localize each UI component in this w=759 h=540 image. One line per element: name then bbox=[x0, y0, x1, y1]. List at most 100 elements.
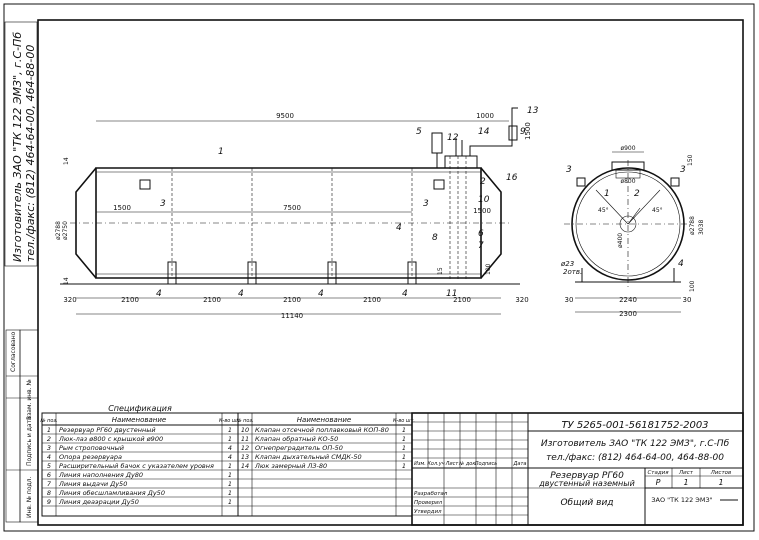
svg-text:10: 10 bbox=[241, 426, 249, 434]
callout-3b: 3 bbox=[423, 199, 429, 209]
tb-col-list: Лист bbox=[445, 461, 460, 467]
dim-1000: 1000 bbox=[476, 112, 494, 120]
tb-col-izm: Изм. bbox=[414, 461, 426, 467]
tb-utv: Утвердил bbox=[414, 509, 442, 515]
callout-5: 5 bbox=[416, 127, 422, 137]
callout-6: 6 bbox=[478, 229, 484, 239]
ev-dim-800: ø800 bbox=[620, 178, 635, 185]
dim-1500-mid: 1500 bbox=[113, 204, 131, 212]
svg-text:14: 14 bbox=[241, 462, 249, 470]
tb-razrab: Разработал bbox=[414, 491, 448, 497]
dim-2100-4: 2100 bbox=[363, 296, 381, 304]
tb-lists: 1 bbox=[718, 478, 723, 487]
svg-text:1: 1 bbox=[228, 471, 232, 479]
svg-text:Опора резервуара: Опора резервуара bbox=[59, 453, 122, 461]
tb-doc-code: ТУ 5265-001-56181752-2003 bbox=[561, 420, 708, 431]
tb-list-header: Лист bbox=[678, 470, 694, 476]
callout-4a: 4 bbox=[156, 289, 162, 299]
callout-12: 12 bbox=[447, 133, 459, 143]
dim-100-side: 100 bbox=[485, 263, 492, 275]
dim-2100-3: 2100 bbox=[283, 296, 301, 304]
dim-2100-5: 2100 bbox=[453, 296, 471, 304]
svg-text:12: 12 bbox=[241, 444, 249, 452]
ev-callout-3b: 3 bbox=[680, 165, 686, 175]
spec-h-name2: Наименование bbox=[297, 416, 351, 424]
svg-text:Клапан обратный КО-50: Клапан обратный КО-50 bbox=[255, 435, 338, 443]
spec-h-pos: № поз. bbox=[39, 418, 57, 424]
side-stamp-box bbox=[4, 21, 38, 267]
ev-dim-45a: 45° bbox=[598, 207, 609, 214]
callout-13: 13 bbox=[527, 106, 539, 116]
svg-text:Рым строповочный: Рым строповочный bbox=[59, 444, 124, 452]
tb-maker-line1: Изготовитель ЗАО "ТК 122 ЭМЗ", г.С-Пб bbox=[541, 439, 730, 449]
spec-title: Спецификация bbox=[108, 404, 172, 413]
tb-col-ndok: № док. bbox=[458, 461, 477, 467]
outer-frame bbox=[3, 3, 755, 532]
svg-text:4: 4 bbox=[228, 444, 232, 452]
svg-text:1: 1 bbox=[402, 462, 406, 470]
svg-text:1: 1 bbox=[228, 462, 232, 470]
tb-org: ЗАО "ТК 122 ЭМЗ" bbox=[651, 496, 712, 504]
dim-15: 15 bbox=[437, 267, 444, 275]
svg-text:9: 9 bbox=[47, 498, 51, 506]
callout-16: 16 bbox=[506, 173, 518, 183]
dim-11140: 11140 bbox=[281, 312, 303, 320]
ev-callout-2: 2 bbox=[634, 189, 640, 199]
svg-text:8: 8 bbox=[47, 489, 51, 497]
ev-holes: 2отв. bbox=[563, 268, 582, 276]
dim-320-left: 320 bbox=[63, 296, 76, 304]
callout-4e: 4 bbox=[396, 223, 402, 233]
side-stamp-line1: Изготовитель ЗАО "ТК 122 ЭМЗ", г.С-Пб bbox=[11, 32, 24, 262]
svg-text:4: 4 bbox=[228, 453, 232, 461]
svg-text:Расширительный бачок с указате: Расширительный бачок с указателем уровня bbox=[59, 462, 214, 470]
ev-dim-900: ø900 bbox=[620, 145, 635, 152]
ev-dim-150: 150 bbox=[687, 154, 694, 166]
callout-3: 3 bbox=[160, 199, 166, 209]
ev-dim-30-left: 30 bbox=[565, 296, 574, 304]
ev-dim-3038: 3038 bbox=[698, 220, 705, 235]
svg-text:Клапан отсечной поплавковый КО: Клапан отсечной поплавковый КОП-80 bbox=[255, 426, 389, 434]
dim-14b: 14 bbox=[63, 277, 70, 285]
ev-dim-400: ø400 bbox=[617, 233, 624, 248]
svg-text:Линия деаэрации Ду50: Линия деаэрации Ду50 bbox=[58, 498, 139, 506]
svg-text:Линия выдачи Ду50: Линия выдачи Ду50 bbox=[58, 480, 127, 488]
svg-text:Линия наполнения Ду80: Линия наполнения Ду80 bbox=[58, 471, 143, 479]
tb-stage-header: Стадия bbox=[647, 470, 669, 476]
tb-col-podp: Подпись bbox=[475, 461, 498, 467]
end-view: ø900 ø800 150 ø2788 3038 ø400 45° 45° ø2… bbox=[560, 145, 705, 318]
callout-4b: 4 bbox=[238, 289, 244, 299]
svg-text:1: 1 bbox=[402, 444, 406, 452]
svg-text:5: 5 bbox=[47, 462, 51, 470]
specification-table: Спецификация № поз. Наименование К-во шт… bbox=[39, 404, 415, 517]
svg-text:Огнепреградитель ОП-50: Огнепреградитель ОП-50 bbox=[255, 444, 343, 452]
dim-1500-top: 1500 bbox=[524, 122, 532, 140]
tb-stage: Р bbox=[656, 478, 661, 487]
title-block: Изм. Кол.уч Лист № док. Подпись Дата Раз… bbox=[411, 412, 744, 526]
tb-prov: Проверил bbox=[414, 500, 443, 506]
callout-4d: 4 bbox=[402, 289, 408, 299]
spec-h-qty: К-во шт. bbox=[219, 418, 241, 424]
spec-rows-right: 10 Клапан отсечной поплавковый КОП-80 1 1 1… bbox=[241, 426, 406, 470]
tb-product-line1: Резервуар РГ60 bbox=[550, 471, 624, 481]
svg-text:1: 1 bbox=[228, 426, 232, 434]
svg-text:Резервуар РГ60 двустенный: Резервуар РГ60 двустенный bbox=[59, 426, 156, 434]
dim-2100-2: 2100 bbox=[203, 296, 221, 304]
tb-list: 1 bbox=[683, 478, 688, 487]
tb-maker-line2: тел./факс: (812) 464-64-00, 464-88-00 bbox=[546, 453, 724, 463]
side-stamp-line2: тел./факс: (812) 464-64-00, 464-88-00 bbox=[24, 45, 37, 262]
ev-dim-100: 100 bbox=[689, 280, 696, 292]
side-view: 9500 1000 1500 1500 7500 1500 320 2100 2… bbox=[55, 106, 539, 320]
ev-dim-23: ø23 bbox=[560, 260, 574, 268]
svg-text:7: 7 bbox=[47, 480, 52, 488]
svg-text:2: 2 bbox=[47, 435, 51, 443]
ev-dim-2300: 2300 bbox=[619, 310, 637, 318]
callout-14: 14 bbox=[478, 127, 490, 137]
svg-text:1: 1 bbox=[228, 480, 232, 488]
dim-320-right: 320 bbox=[515, 296, 528, 304]
